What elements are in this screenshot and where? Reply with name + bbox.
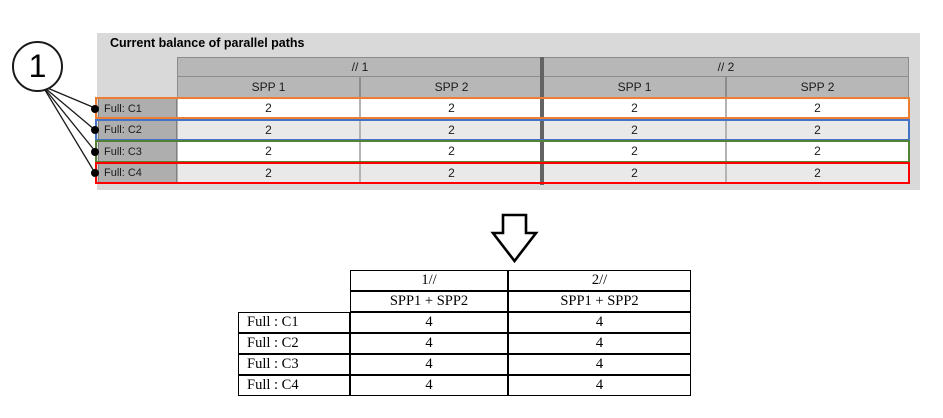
highlight-rect-c4: [95, 161, 910, 184]
table-cell: 4: [350, 333, 508, 354]
connector-dot: [91, 147, 99, 156]
connector-dot: [91, 104, 99, 113]
connector-lines: [44, 86, 96, 174]
group-header-2: 2//: [508, 270, 691, 291]
table-cell: 4: [508, 354, 691, 375]
highlight-rect-c2: [95, 118, 910, 141]
group-header-parallel-2: // 2: [543, 57, 909, 77]
subheader-spp2: SPP 2: [360, 77, 543, 98]
header-spacer: [98, 57, 177, 77]
table-cell: 4: [508, 312, 691, 333]
down-arrow-icon: [490, 213, 539, 264]
highlight-rect-c1: [95, 96, 910, 119]
group-divider: [540, 57, 544, 185]
connector-dot: [91, 126, 99, 134]
group-header-1: 1//: [350, 270, 508, 291]
table-cell: 4: [508, 333, 691, 354]
callout-number: 1: [28, 48, 47, 84]
row-label-c4: Full : C4: [238, 375, 350, 396]
connector-dot: [91, 169, 99, 177]
subheader-spp-sum-2: SPP1 + SPP2: [508, 291, 691, 312]
subheader-spp-sum-1: SPP1 + SPP2: [350, 291, 508, 312]
subheader-spp1: SPP 1: [543, 77, 726, 98]
summed-balance-table: 1// 2// SPP1 + SPP2 SPP1 + SPP2 Full : C…: [238, 270, 691, 396]
row-label-c2: Full : C2: [238, 333, 350, 354]
table-cell: 4: [350, 375, 508, 396]
top-table-title: Current balance of parallel paths: [110, 36, 305, 50]
row-label-c1: Full : C1: [238, 312, 350, 333]
callout-circle-1: 1: [12, 41, 63, 92]
highlight-rect-c3: [95, 140, 910, 163]
current-balance-table: // 1 // 2 SPP 1 SPP 2 SPP 1 SPP 2 Full: …: [98, 57, 909, 184]
subheader-spp2: SPP 2: [726, 77, 909, 98]
group-header-parallel-1: // 1: [177, 57, 543, 77]
row-label-c4: Full: C4: [98, 162, 177, 184]
table-cell: 4: [350, 312, 508, 333]
header-spacer: [238, 270, 350, 291]
subheader-spp1: SPP 1: [177, 77, 360, 98]
header-spacer: [238, 291, 350, 312]
header-spacer: [98, 77, 177, 98]
table-cell: 4: [350, 354, 508, 375]
row-label-c3: Full : C3: [238, 354, 350, 375]
table-cell: 4: [508, 375, 691, 396]
